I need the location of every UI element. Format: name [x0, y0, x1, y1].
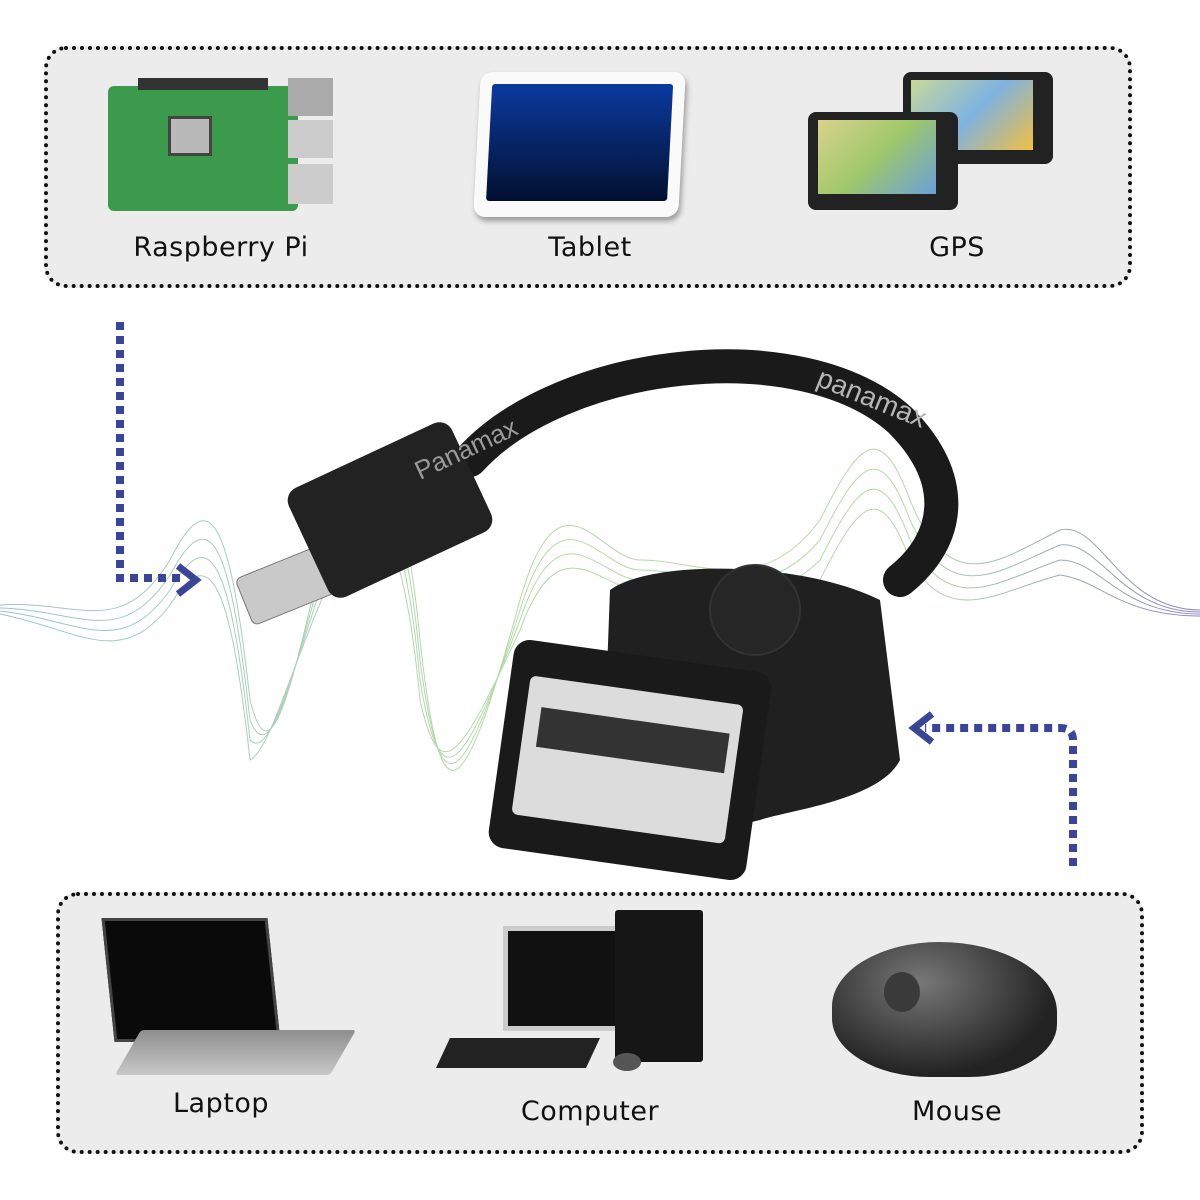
arrow-to-usb-a	[925, 724, 1077, 866]
raspberry-pi-icon	[108, 78, 333, 213]
device-label: GPS	[929, 232, 985, 263]
desktop-computer-icon	[436, 908, 708, 1083]
micro-usb-plug: Panamax	[236, 412, 522, 625]
arrow-to-micro-usb	[116, 322, 185, 582]
device-label: Mouse	[911, 1096, 1003, 1127]
usb-a-female-connector	[488, 564, 900, 880]
gps-icon	[808, 68, 1058, 218]
cable	[453, 349, 959, 597]
device-label: Tablet	[548, 232, 632, 263]
arrow-head-right-icon	[175, 563, 202, 597]
tablet-icon	[473, 72, 686, 217]
arrow-head-left-icon	[908, 711, 935, 745]
device-label: Raspberry Pi	[133, 232, 309, 263]
laptop-icon	[101, 918, 356, 1078]
device-label: Laptop	[173, 1088, 269, 1119]
mouse-icon	[832, 942, 1057, 1077]
device-label: Computer	[520, 1096, 660, 1127]
